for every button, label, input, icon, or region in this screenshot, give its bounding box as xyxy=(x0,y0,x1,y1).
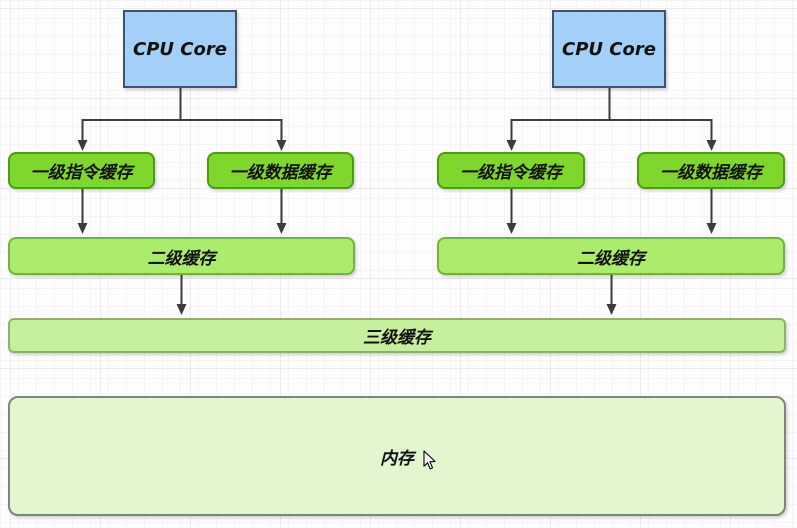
node-label: 一级指令缓存 xyxy=(460,163,562,183)
node-l1-instruction-cache-left[interactable]: 一级指令缓存 xyxy=(8,152,155,189)
node-l1-instruction-cache-right[interactable]: 一级指令缓存 xyxy=(437,152,585,189)
node-label: 一级数据缓存 xyxy=(660,163,762,183)
node-l1-data-cache-right[interactable]: 一级数据缓存 xyxy=(637,152,785,189)
node-label: CPU Core xyxy=(562,38,656,60)
node-l1-data-cache-left[interactable]: 一级数据缓存 xyxy=(207,152,354,189)
node-label: 二级缓存 xyxy=(577,248,645,269)
node-cpu-core-right[interactable]: CPU Core xyxy=(552,10,666,88)
node-label: 内存 xyxy=(380,448,414,469)
node-l2-cache-right[interactable]: 二级缓存 xyxy=(437,237,785,275)
node-l2-cache-left[interactable]: 二级缓存 xyxy=(8,237,355,275)
node-label: 二级缓存 xyxy=(147,248,216,269)
node-memory[interactable]: 内存 xyxy=(8,396,786,516)
node-label: 一级数据缓存 xyxy=(229,163,332,183)
node-label: CPU Core xyxy=(133,38,227,60)
node-label: 一级指令缓存 xyxy=(30,163,133,183)
node-cpu-core-left[interactable]: CPU Core xyxy=(123,10,237,88)
node-l3-cache[interactable]: 三级缓存 xyxy=(8,318,786,353)
node-label: 三级缓存 xyxy=(363,328,431,348)
